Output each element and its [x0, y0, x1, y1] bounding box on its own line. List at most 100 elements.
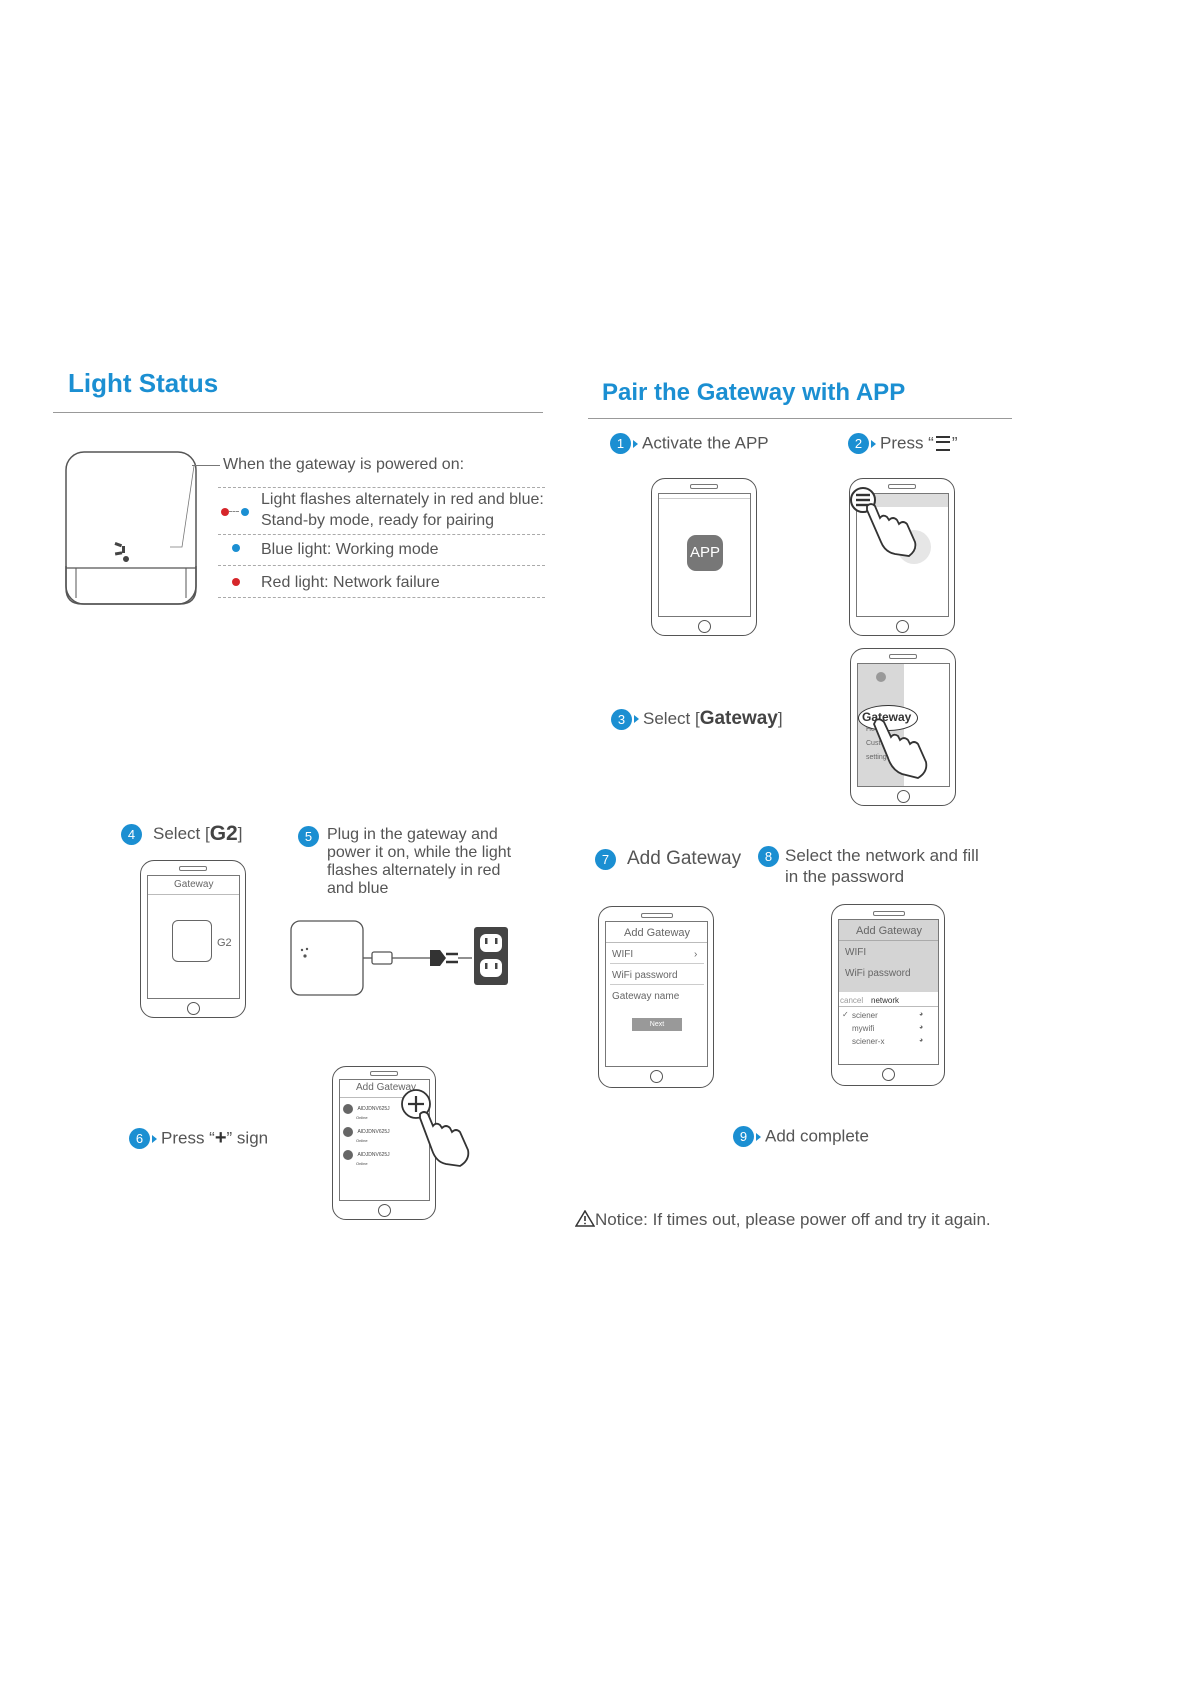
lock-icon: [343, 1126, 353, 1137]
wifi-signal-icon: ◕: [919, 1024, 924, 1031]
status-bar: [659, 494, 750, 499]
step-text-post: ” sign: [226, 1128, 269, 1148]
wifi-signal-icon: ◕: [919, 1011, 924, 1018]
step-2: 2 Press “ ”: [848, 433, 958, 454]
flash-line-1: Light flashes alternately in red and blu…: [261, 491, 544, 508]
screen-header-title: Add Gateway: [624, 927, 691, 939]
plus-sign-icon: +: [214, 1127, 227, 1149]
leader-line: [192, 465, 220, 466]
phone-screen: Add Gateway WIFI WiFi password cancel ne…: [838, 919, 939, 1065]
phone-speaker: [179, 866, 207, 871]
step-arrow-icon: [618, 855, 623, 863]
step-text-pre: Select [: [153, 824, 210, 843]
notice: Notice: If times out, please power off a…: [574, 1209, 991, 1230]
wifi-field: WIFI: [845, 947, 867, 958]
menu-icon: [935, 436, 950, 451]
home-button: [896, 620, 909, 633]
device-status: Online: [356, 1161, 368, 1166]
home-button: [378, 1204, 391, 1217]
network-option: mywifi: [852, 1024, 875, 1033]
phone-select-g2: Gateway G2: [140, 860, 246, 1018]
device-row: AIDJDNV625J Online: [343, 1123, 427, 1143]
red-dot-icon: [232, 578, 240, 586]
device-row: AIDJDNV625J Online: [343, 1146, 427, 1166]
hand-plus-icon: [401, 1089, 470, 1167]
device-status: Online: [356, 1138, 368, 1143]
light-status-divider: [53, 412, 543, 413]
phone-speaker: [370, 1071, 398, 1076]
home-button: [698, 620, 711, 633]
screen-header-title: Add Gateway: [356, 1082, 417, 1093]
dash-2: [218, 534, 545, 535]
phone-network-select: Add Gateway WIFI WiFi password cancel ne…: [831, 904, 945, 1086]
dash-3: [218, 565, 545, 566]
lock-icon: [343, 1103, 353, 1114]
step-number: 6: [129, 1128, 150, 1149]
step-text: Add Gateway: [627, 848, 742, 869]
app-icon: APP: [687, 535, 723, 571]
menu-row: He: [866, 726, 875, 733]
step-text-post: ]: [237, 824, 243, 843]
phone-speaker: [889, 654, 917, 659]
phone-speaker: [641, 913, 673, 918]
step-number: 4: [121, 823, 142, 845]
phone-speaker: [873, 911, 905, 916]
device-status: Online: [356, 1115, 368, 1120]
phone-device-list: Add Gateway AIDJDNV625J Online AIDJDNV62…: [332, 1066, 436, 1220]
cancel-label: cancel: [840, 996, 864, 1005]
gateway-menu-label: Gateway: [862, 710, 912, 724]
blue-dot-icon: [232, 544, 240, 552]
step-number: 2: [848, 433, 869, 454]
step-number: 1: [610, 433, 631, 454]
step-arrow-icon: [144, 830, 149, 838]
field-divider: [610, 984, 704, 985]
avatar: [876, 672, 886, 682]
screen-header-title: Add Gateway: [856, 925, 923, 937]
step-text-bold: G2: [209, 822, 238, 845]
step-8: 8: [758, 846, 779, 867]
step-5-line: Plug in the gateway and: [327, 826, 498, 843]
step-arrow-icon: [634, 715, 639, 723]
g2-label: G2: [217, 937, 232, 949]
step-arrow-icon: [152, 1134, 157, 1143]
home-button: [882, 1068, 895, 1081]
step-text: Activate the APP: [642, 433, 769, 453]
hand-pointer-icon: [873, 718, 928, 779]
step-number: 8: [758, 846, 779, 867]
device-row: AIDJDNV625J Online: [343, 1100, 427, 1120]
gateway-plug-illustration: [290, 920, 508, 996]
blue-light-text: Blue light: Working mode: [261, 541, 439, 558]
check-icon: ✓: [842, 1010, 849, 1019]
gateway-thumbnail: [172, 920, 212, 962]
phone-screen: APP: [658, 493, 751, 617]
wifi-signal-icon: ◕: [919, 1037, 924, 1044]
phone-press-menu: [849, 478, 955, 636]
wifi-field: WIFI: [612, 949, 634, 960]
step-text-pre: Press “: [880, 433, 934, 453]
phone-screen: [856, 493, 949, 617]
gateway-device-illustration: [65, 451, 197, 605]
blue-dot-icon: [241, 508, 249, 516]
notice-text: Notice: If times out, please power off a…: [595, 1210, 991, 1229]
device-name: AIDJDNV625J: [357, 1128, 390, 1135]
lock-icon: [343, 1149, 353, 1160]
sheet-divider: [839, 1006, 938, 1007]
menu-row: setting: [866, 754, 887, 761]
next-button: Next: [632, 1018, 682, 1031]
step-4: 4 Select [G2]: [121, 822, 242, 846]
red-light-text: Red light: Network failure: [261, 574, 440, 591]
title-bar: [857, 494, 948, 507]
flash-line-2: Stand-by mode, ready for pairing: [261, 512, 495, 529]
step-5: 5: [298, 826, 319, 847]
device-name: AIDJDNV625J: [357, 1105, 390, 1112]
screen-header: [839, 920, 938, 941]
step-arrow-icon: [633, 439, 638, 448]
screen-header: [606, 922, 707, 943]
step-text-post: ]: [777, 709, 783, 728]
phone-add-gateway-form: Add Gateway WIFI › WiFi password Gateway…: [598, 906, 714, 1088]
pair-title: Pair the Gateway with APP: [602, 379, 906, 406]
step-text-post: ”: [951, 433, 958, 453]
gateway-name-field: Gateway name: [612, 991, 680, 1002]
phone-speaker: [690, 484, 718, 489]
